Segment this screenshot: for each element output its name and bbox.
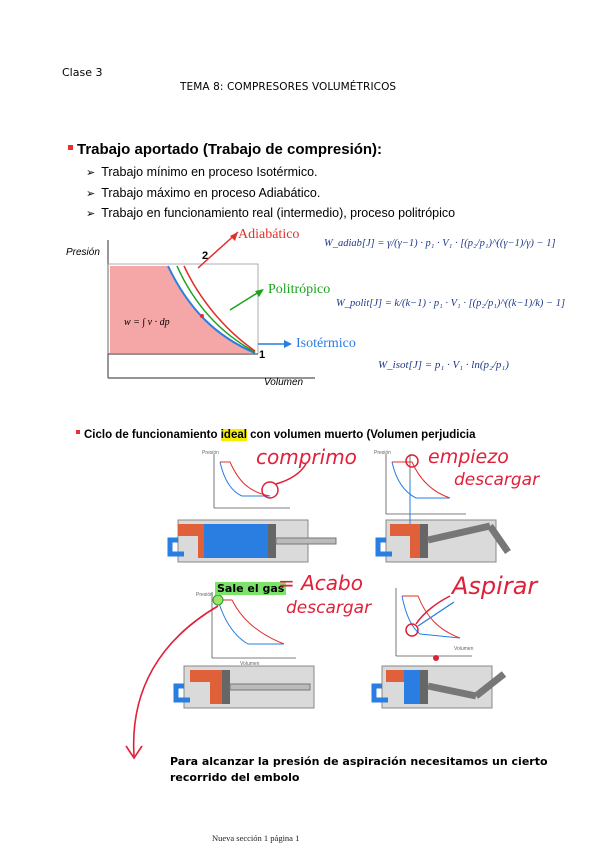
work-area — [110, 266, 255, 353]
highlight-ideal: ideal — [220, 429, 247, 441]
hand-empiezo: empiezo — [428, 446, 509, 468]
formula-isotermico: W_isot[J] = p₁ · V₁ · ln(p₂/p₁) — [378, 359, 509, 371]
list-item: Trabajo mínimo en proceso Isotérmico. — [86, 163, 455, 184]
cycle-illustration — [125, 454, 511, 760]
mini-graph-gas-exit — [211, 592, 296, 659]
isotermico-curve — [167, 265, 256, 354]
mini-y-label: Presión — [374, 450, 391, 456]
red-hand-arrow — [132, 605, 219, 757]
mini-y-label: Presión — [196, 592, 213, 598]
section-title-cycle: Ciclo de funcionamiento ideal con volume… — [76, 429, 476, 441]
highlight-sale-gas: Sale el gas — [215, 582, 287, 595]
hand-aspirar: Aspirar — [452, 572, 538, 600]
class-label: Clase 3 — [62, 66, 103, 79]
bullet-square-icon — [76, 429, 80, 434]
piston-compress — [167, 519, 337, 563]
section-title-work: Trabajo aportado (Trabajo de compresión)… — [68, 141, 382, 158]
mini-x-label: Volumen — [454, 646, 474, 652]
adiabatico-curve — [183, 265, 256, 352]
hand-descargar-2: descargar — [286, 598, 372, 618]
page-title: TEMA 8: COMPRESORES VOLUMÉTRICOS — [180, 81, 397, 93]
label-politropico: Politrópico — [268, 282, 331, 297]
section-title-text: Trabajo aportado (Trabajo de compresión)… — [77, 141, 383, 158]
hand-comprimo: comprimo — [256, 445, 357, 469]
label-adiabatico: Adiabático — [238, 227, 300, 242]
label-isotermico: Isotérmico — [296, 336, 356, 351]
point-1-label: 1 — [259, 349, 266, 361]
page-footer: Nueva sección 1 página 1 — [212, 833, 300, 843]
mini-graph-compress — [213, 454, 307, 509]
piston-aspirate — [371, 655, 507, 709]
mini-graph-aspirate — [395, 588, 472, 657]
bullet-square-icon — [68, 144, 73, 150]
hand-descargar-1: descargar — [454, 470, 540, 490]
point-2-label: 2 — [202, 250, 209, 262]
pv-diagram — [107, 231, 315, 379]
formula-politropico: W_polit[J] = k/(k−1) · p₁ · V₁ · [(p₂/p₁… — [336, 298, 566, 309]
list-item: Trabajo en funcionamiento real (intermed… — [86, 204, 455, 225]
x-axis-label: Volumen — [264, 377, 304, 388]
piston-discharge-start — [375, 480, 511, 563]
mini-y-label: Presión — [202, 450, 219, 456]
mini-x-label: Volumen — [240, 661, 260, 667]
hand-acabo: = Acabo — [278, 571, 363, 595]
formula-adiabatico: W_adiab[J] = γ/(γ−1) · p₁ · V₁ · [(p₂/p₁… — [324, 238, 556, 249]
y-axis-label: Presión — [66, 247, 100, 258]
work-list: Trabajo mínimo en proceso Isotérmico. Tr… — [86, 163, 455, 225]
piston-gas-exit — [173, 665, 315, 709]
politropico-curve — [176, 265, 256, 353]
list-item: Trabajo máximo en proceso Adiabático. — [86, 184, 455, 205]
work-integral: w = ∫ v · dp — [124, 317, 170, 328]
note-text: Para alcanzar la presión de aspiración n… — [170, 755, 548, 784]
